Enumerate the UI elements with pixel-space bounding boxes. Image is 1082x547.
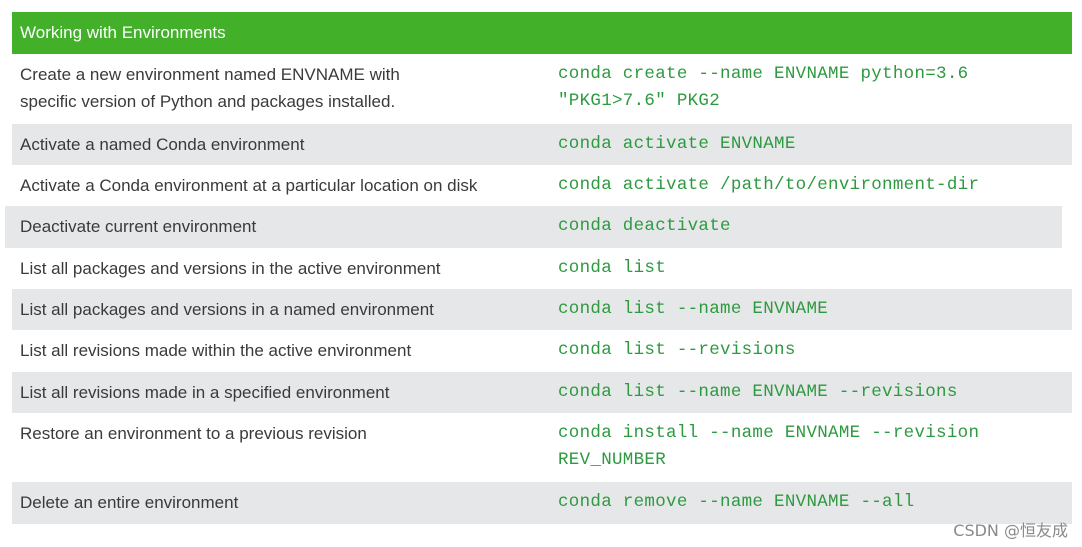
row-description: Restore an environment to a previous rev…	[20, 424, 367, 443]
table-row: Activate a Conda environment at a partic…	[12, 165, 1072, 206]
row-description: List all packages and versions in a name…	[20, 300, 434, 319]
environments-table: Working with Environments Create a new e…	[5, 12, 1072, 524]
table-row: Restore an environment to a previous rev…	[12, 413, 1072, 482]
row-command: conda remove --name ENVNAME --all	[558, 492, 915, 512]
table-row: Create a new environment named ENVNAME w…	[12, 54, 1072, 124]
row-description: Activate a named Conda environment	[20, 135, 305, 154]
row-description: Delete an entire environment	[20, 493, 239, 512]
table-row: List all packages and versions in the ac…	[12, 248, 1072, 289]
row-description: List all revisions made within the activ…	[20, 341, 412, 360]
row-command: conda create --name ENVNAME python=3.6 "…	[558, 64, 969, 111]
table-row: Activate a named Conda environment conda…	[12, 124, 1072, 165]
table-header: Working with Environments	[12, 12, 1072, 54]
row-description: List all revisions made in a specified e…	[20, 383, 390, 402]
table-row: List all packages and versions in a name…	[12, 289, 1072, 330]
row-description: Deactivate current environment	[20, 217, 257, 236]
table-row: List all revisions made in a specified e…	[12, 372, 1072, 413]
row-description: Create a new environment named ENVNAME w…	[20, 65, 400, 111]
table-row: List all revisions made within the activ…	[12, 330, 1072, 372]
table-row: Delete an entire environment conda remov…	[12, 482, 1072, 524]
row-command: conda install --name ENVNAME --revision …	[558, 423, 980, 470]
row-command: conda list --name ENVNAME --revisions	[558, 382, 958, 402]
table-title: Working with Environments	[20, 23, 226, 42]
row-description: List all packages and versions in the ac…	[20, 259, 441, 278]
row-command: conda deactivate	[558, 216, 731, 236]
row-command: conda list	[558, 258, 667, 278]
table-row: Deactivate current environment conda dea…	[5, 206, 1062, 248]
row-command: conda list --revisions	[558, 340, 796, 360]
row-command: conda list --name ENVNAME	[558, 299, 829, 319]
row-command: conda activate ENVNAME	[558, 134, 796, 154]
row-command: conda activate /path/to/environment-dir	[558, 175, 980, 195]
row-description: Activate a Conda environment at a partic…	[20, 176, 478, 195]
watermark: CSDN @恒友成	[953, 521, 1068, 540]
